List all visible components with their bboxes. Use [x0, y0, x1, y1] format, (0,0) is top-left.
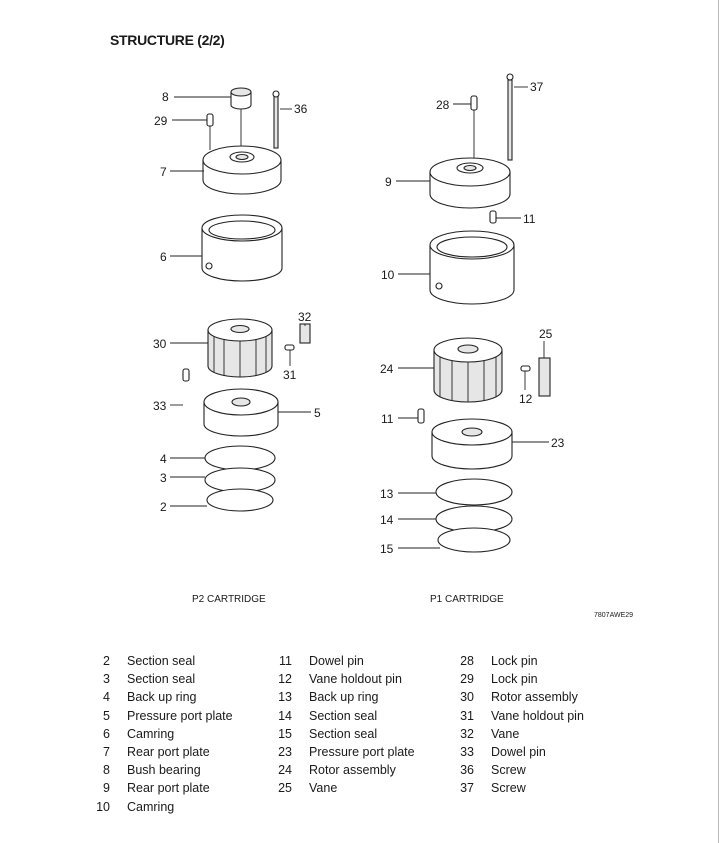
- legend-part-name: Vane holdout pin: [309, 672, 402, 687]
- callout-13: 13: [380, 487, 394, 501]
- legend-number: 5: [103, 708, 110, 723]
- callout-24: 24: [380, 362, 394, 376]
- legend-part-name: Back up ring: [309, 690, 379, 705]
- legend-part-name: Section seal: [309, 726, 378, 741]
- legend-number: 6: [103, 726, 110, 741]
- legend-part-name: Camring: [127, 799, 175, 814]
- callout-10: 10: [381, 268, 395, 282]
- callout-8: 8: [162, 90, 169, 104]
- legend-part-name: Vane holdout pin: [491, 708, 584, 723]
- callout-6: 6: [160, 250, 167, 264]
- page-title: STRUCTURE (2/2): [110, 32, 225, 48]
- legend-part-name: Camring: [127, 726, 175, 741]
- legend-number: 10: [96, 799, 110, 814]
- callout-14: 14: [380, 513, 394, 527]
- callout-28: 28: [436, 98, 450, 112]
- callout-15: 15: [380, 542, 394, 556]
- legend-part-name: Back up ring: [127, 690, 197, 705]
- legend-part-name: Vane: [309, 781, 338, 796]
- legend-number: 33: [460, 745, 474, 759]
- legend-part-name: Rear port plate: [127, 781, 210, 796]
- legend-part-name: Section seal: [309, 708, 378, 723]
- callout-30: 30: [153, 337, 167, 351]
- legend-part-name: Vane: [491, 726, 520, 741]
- callout-36: 36: [294, 102, 308, 116]
- legend-number: 30: [460, 690, 474, 705]
- callout-9: 9: [385, 175, 392, 189]
- legend-part-name: Lock pin: [491, 672, 538, 687]
- legend-number: 29: [460, 672, 474, 687]
- callout-25: 25: [539, 327, 553, 341]
- legend-number: 2: [103, 654, 110, 668]
- legend-number: 25: [278, 781, 292, 796]
- legend-number: 12: [278, 672, 292, 687]
- callout-11: 11: [523, 212, 536, 226]
- legend-part-name: Screw: [491, 763, 526, 778]
- bush-bearing-8: [230, 87, 252, 110]
- figure-code: 7807AWE29: [594, 612, 633, 619]
- legend-part-name: Dowel pin: [309, 654, 364, 668]
- legend-number: 15: [278, 726, 292, 741]
- legend-number: 23: [278, 745, 292, 759]
- callout-32: 32: [298, 310, 312, 324]
- callout-29: 29: [154, 114, 168, 128]
- exploded-diagram: 8 29 36 7 6 30 32 31 33 5 4 3 2: [153, 73, 633, 619]
- callout-2: 2: [160, 500, 167, 514]
- legend-number: 36: [460, 763, 474, 778]
- legend-part-name: Screw: [491, 781, 526, 796]
- legend-number: 3: [103, 672, 110, 687]
- legend-number: 14: [278, 708, 292, 723]
- callout-3: 3: [160, 471, 167, 485]
- legend-part-name: Section seal: [127, 654, 196, 668]
- legend-number: 28: [460, 654, 474, 668]
- legend-number: 4: [103, 690, 110, 705]
- legend-number: 31: [460, 708, 474, 723]
- legend-number: 24: [278, 763, 292, 778]
- legend-part-name: Section seal: [127, 672, 196, 687]
- legend-number: 32: [460, 726, 474, 741]
- legend-part-name: Rotor assembly: [309, 763, 396, 778]
- p1-cartridge-drawing: [417, 73, 551, 553]
- legend-number: 9: [103, 781, 110, 796]
- legend-part-name: Bush bearing: [127, 763, 201, 778]
- legend-part-name: Pressure port plate: [127, 708, 233, 723]
- legend-part-name: Rear port plate: [127, 745, 210, 759]
- legend-number: 13: [278, 690, 292, 705]
- callout-12: 12: [519, 392, 533, 406]
- page-edge: [718, 0, 719, 843]
- p2-cartridge-drawing: [182, 87, 311, 512]
- legend-part-name: Pressure port plate: [309, 745, 415, 759]
- legend-part-name: Rotor assembly: [491, 690, 578, 705]
- legend-number: 37: [460, 781, 474, 796]
- legend-part-name: Lock pin: [491, 654, 538, 668]
- callout-11b: 11: [381, 412, 394, 426]
- legend-number: 8: [103, 763, 110, 778]
- p1-caption: P1 CARTRIDGE: [430, 594, 504, 605]
- legend-part-name: Dowel pin: [491, 745, 546, 759]
- callout-37: 37: [530, 80, 544, 94]
- callout-5: 5: [314, 406, 321, 420]
- callout-33: 33: [153, 399, 167, 413]
- p2-caption: P2 CARTRIDGE: [192, 594, 266, 605]
- legend-number: 7: [103, 745, 110, 759]
- callout-7: 7: [160, 165, 167, 179]
- callout-4: 4: [160, 452, 167, 466]
- callout-23: 23: [551, 436, 565, 450]
- callout-31: 31: [283, 368, 297, 382]
- legend-number: 11: [279, 654, 292, 668]
